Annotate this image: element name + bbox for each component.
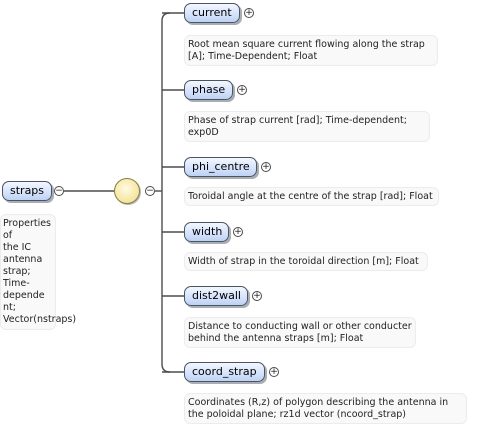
doc-line: nt; bbox=[3, 302, 16, 313]
doc-line: exp0D bbox=[188, 127, 219, 138]
doc-line: behind the antenna straps [m]; Float bbox=[188, 333, 364, 344]
expand-icon[interactable]: + bbox=[233, 227, 243, 237]
child-documentation: Phase of strap current [rad]; Time-depen… bbox=[184, 111, 430, 142]
expand-icon[interactable]: + bbox=[269, 367, 279, 377]
child-element[interactable]: current bbox=[184, 3, 240, 23]
child-documentation: Width of strap in the toroidal direction… bbox=[184, 252, 428, 271]
expand-icon[interactable]: + bbox=[252, 291, 262, 301]
expand-icon[interactable]: + bbox=[244, 8, 254, 18]
expand-icon[interactable]: + bbox=[237, 85, 247, 95]
doc-line: Properties of bbox=[3, 218, 52, 241]
child-documentation: Distance to conducting wall or other con… bbox=[184, 317, 416, 348]
root-element-straps[interactable]: straps bbox=[2, 181, 52, 201]
doc-line: Toroidal angle at the centre of the stra… bbox=[188, 191, 433, 202]
doc-line: Coordinates (R,z) of polygon describing … bbox=[188, 397, 449, 408]
doc-line: [A]; Time-Dependent; Float bbox=[188, 51, 318, 62]
child-element[interactable]: phase bbox=[184, 80, 233, 100]
child-element[interactable]: dist2wall bbox=[184, 286, 248, 306]
collapse-icon[interactable]: − bbox=[54, 186, 64, 196]
doc-line: strap; bbox=[3, 266, 31, 277]
doc-line: Time-depende bbox=[3, 278, 45, 301]
expand-icon[interactable]: + bbox=[261, 162, 271, 172]
child-documentation: Coordinates (R,z) of polygon describing … bbox=[184, 393, 467, 424]
child-documentation: Toroidal angle at the centre of the stra… bbox=[184, 187, 439, 206]
collapse-icon[interactable]: − bbox=[145, 186, 155, 196]
child-element[interactable]: phi_centre bbox=[184, 157, 257, 177]
doc-line: Vector(nstraps) bbox=[3, 314, 77, 325]
sequence-compositor-icon[interactable] bbox=[114, 178, 140, 204]
doc-line: Width of strap in the toroidal direction… bbox=[188, 256, 419, 267]
child-element[interactable]: coord_strap bbox=[184, 362, 265, 382]
doc-line: Root mean square current flowing along t… bbox=[188, 39, 425, 50]
doc-line: Distance to conducting wall or other con… bbox=[188, 321, 412, 332]
child-documentation: Root mean square current flowing along t… bbox=[184, 35, 438, 66]
child-element[interactable]: width bbox=[184, 222, 229, 242]
doc-line: Phase of strap current [rad]; Time-depen… bbox=[188, 115, 407, 126]
doc-line: the poloidal plane; rz1d vector (ncoord_… bbox=[188, 409, 407, 420]
doc-line: the IC antenna bbox=[3, 242, 43, 265]
